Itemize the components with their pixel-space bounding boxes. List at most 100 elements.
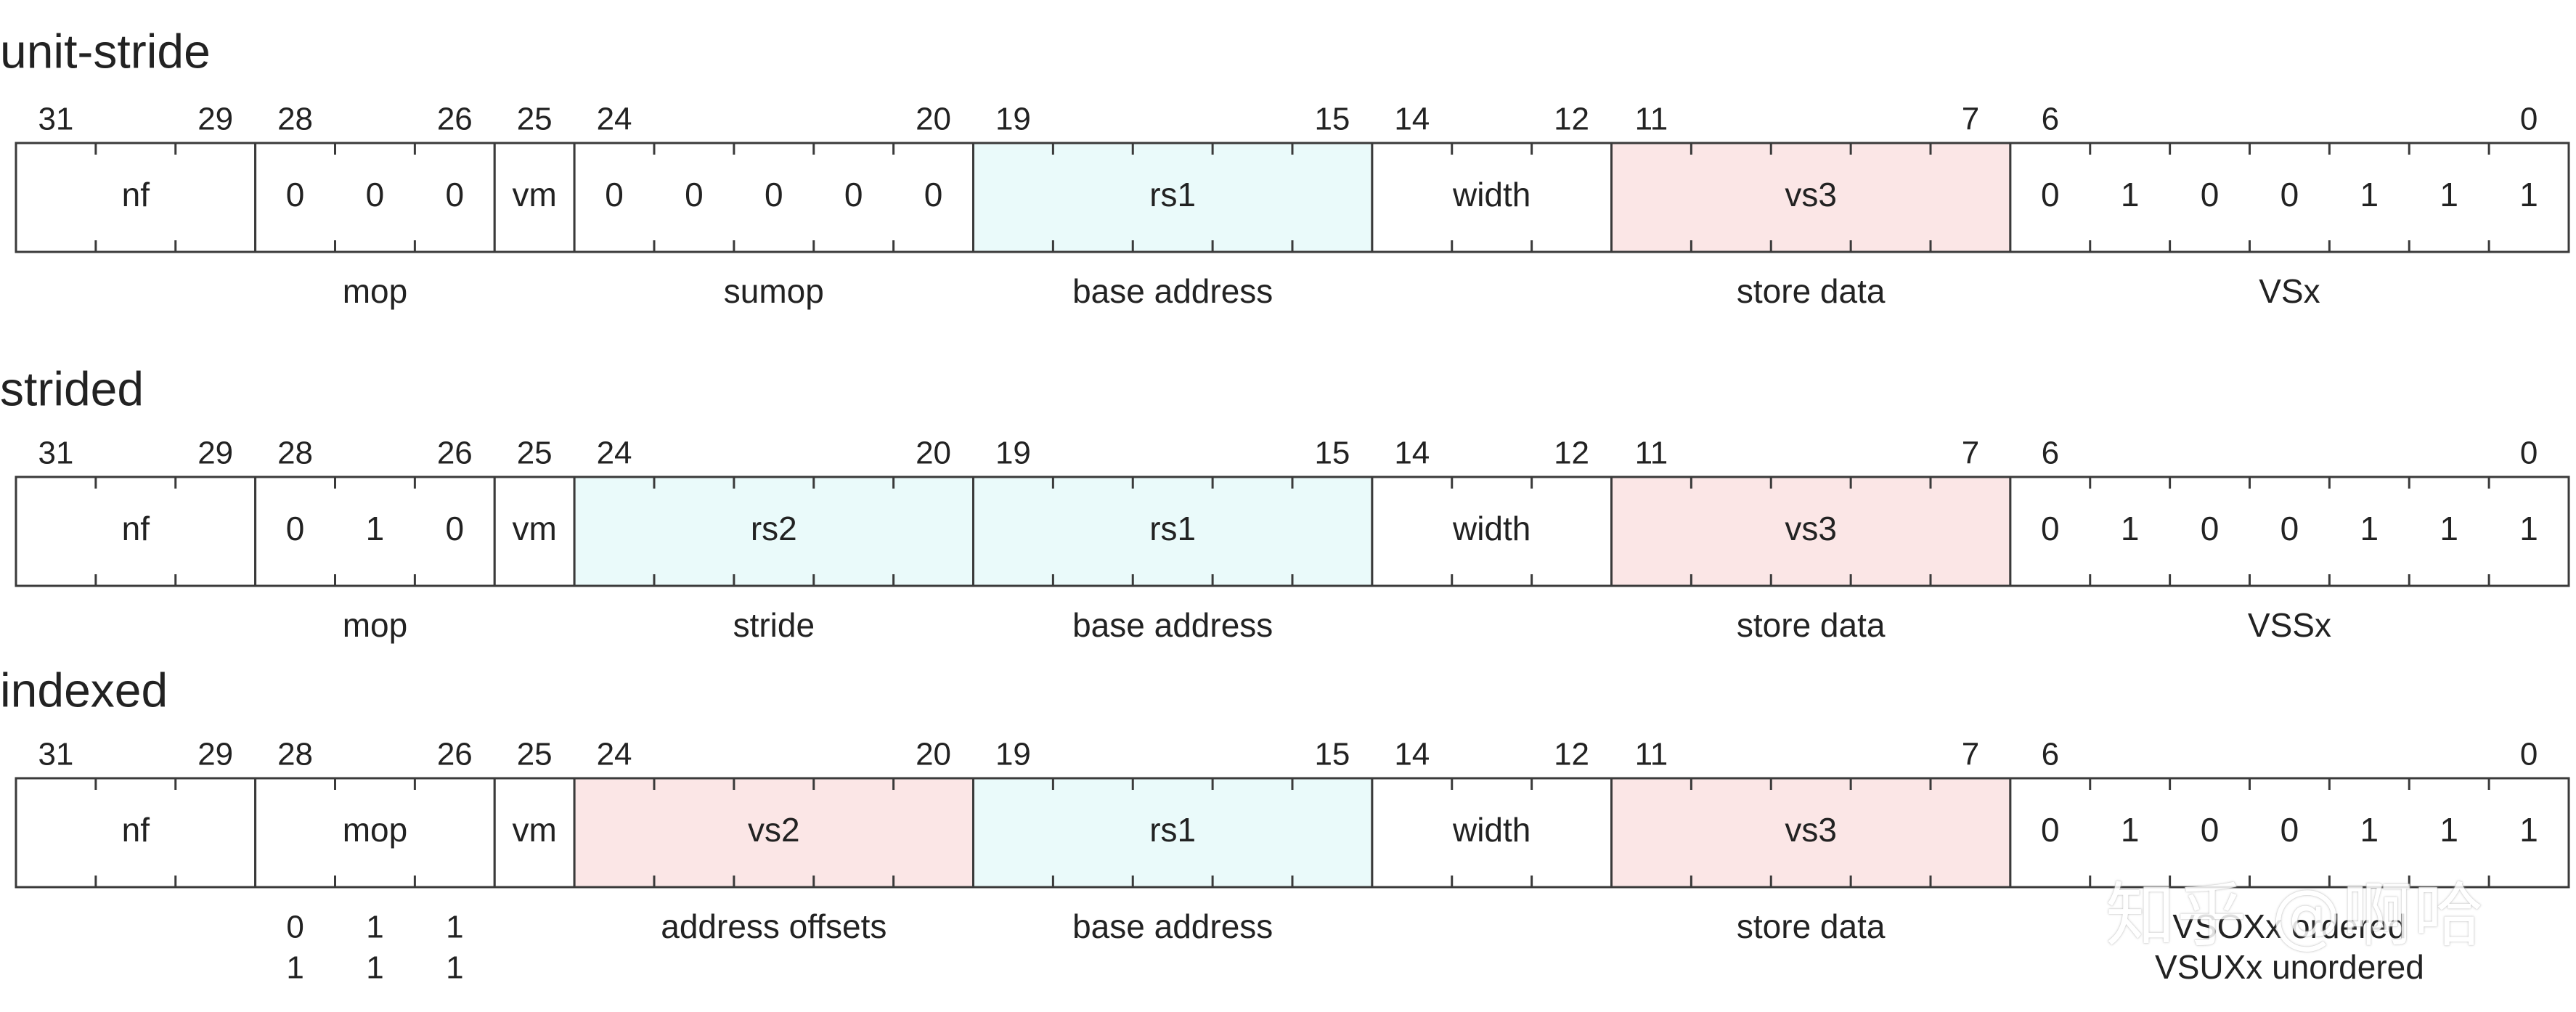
field-caption: VSSx <box>2248 606 2331 644</box>
bit-position-label: 20 <box>916 102 951 137</box>
bit-position-label: 19 <box>995 102 1031 137</box>
bit-position-label: 0 <box>2520 737 2538 772</box>
section-title: strided <box>0 362 144 415</box>
bit-position-label: 19 <box>995 436 1031 471</box>
bit-position-label: 7 <box>1962 102 1979 137</box>
bit-value: 1 <box>2121 176 2140 213</box>
field-caption: mop <box>343 606 407 644</box>
bit-position-label: 28 <box>277 102 313 137</box>
field-caption: VSOXx ordered <box>2172 907 2406 945</box>
field-name-vm: vm <box>513 176 557 213</box>
caption-bit-value: 1 <box>446 910 463 945</box>
bit-value: 0 <box>2041 176 2060 213</box>
bit-position-label: 31 <box>38 102 73 137</box>
field-name-nf: nf <box>122 811 150 849</box>
bit-value: 1 <box>2360 510 2379 547</box>
field-name-rs1: rs1 <box>1149 811 1196 849</box>
field-vs3-box <box>1610 476 2012 587</box>
bit-value: 0 <box>366 176 385 213</box>
bit-value: 1 <box>2121 510 2140 547</box>
bit-position-label: 12 <box>1554 436 1589 471</box>
field-caption: stride <box>733 606 815 644</box>
field-caption: VSx <box>2259 272 2320 310</box>
bit-position-label: 28 <box>277 436 313 471</box>
field-caption: store data <box>1737 272 1886 310</box>
bit-position-label: 31 <box>38 436 73 471</box>
field-name-vs3: vs3 <box>1785 811 1837 849</box>
field-rs1-box <box>972 142 1374 253</box>
bit-position-label: 11 <box>1635 737 1668 772</box>
field-caption: sumop <box>724 272 824 310</box>
bit-position-label: 29 <box>197 737 233 772</box>
bit-value: 1 <box>366 510 385 547</box>
bit-position-label: 24 <box>597 102 632 137</box>
bit-position-label: 20 <box>916 436 951 471</box>
bit-position-label: 7 <box>1962 436 1979 471</box>
field-name-width: width <box>1452 510 1530 547</box>
field-vm-box <box>493 476 576 587</box>
bit-position-label: 11 <box>1635 436 1668 471</box>
bit-position-label: 28 <box>277 737 313 772</box>
field-width-box <box>1371 476 1613 587</box>
bit-value: 1 <box>2440 811 2458 849</box>
field-vm-box <box>493 142 576 253</box>
bit-value: 0 <box>2041 510 2060 547</box>
bit-value: 0 <box>605 176 624 213</box>
field-bits-box <box>254 142 496 253</box>
bit-value: 1 <box>2440 176 2458 213</box>
bit-value: 1 <box>2440 510 2458 547</box>
bit-position-label: 20 <box>916 737 951 772</box>
field-name-nf: nf <box>122 510 150 547</box>
bit-value: 0 <box>2201 510 2220 547</box>
bit-position-label: 14 <box>1394 737 1430 772</box>
field-caption: mop <box>343 272 407 310</box>
bit-value: 0 <box>446 176 465 213</box>
bit-position-label: 29 <box>197 102 233 137</box>
field-nf-box <box>15 142 257 253</box>
field-mop-box <box>254 777 496 889</box>
field-name-rs1: rs1 <box>1149 176 1196 213</box>
bit-position-label: 24 <box>597 436 632 471</box>
field-name-vm: vm <box>513 510 557 547</box>
field-rs2-box <box>573 476 974 587</box>
bit-position-label: 12 <box>1554 737 1589 772</box>
field-vs2-box <box>573 777 974 889</box>
bit-value: 0 <box>2201 811 2220 849</box>
bit-position-label: 26 <box>437 737 473 772</box>
field-vs3-box <box>1610 142 2012 253</box>
bit-value: 0 <box>2281 176 2299 213</box>
bit-value: 0 <box>2201 176 2220 213</box>
field-name-width: width <box>1452 811 1530 849</box>
bit-value: 0 <box>2041 811 2060 849</box>
bit-value: 1 <box>2121 811 2140 849</box>
field-caption: store data <box>1737 907 1886 945</box>
field-name-rs2: rs2 <box>751 510 797 547</box>
field-bits-box <box>2009 777 2570 889</box>
field-width-box <box>1371 777 1613 889</box>
field-caption: address offsets <box>661 907 886 945</box>
caption-bit-value: 1 <box>286 950 303 986</box>
field-rs1-box <box>972 777 1374 889</box>
field-caption: VSUXx unordered <box>2155 948 2424 986</box>
bit-value: 1 <box>2519 176 2538 213</box>
section-title: indexed <box>0 663 168 717</box>
bit-value: 0 <box>286 176 305 213</box>
field-name-vs2: vs2 <box>748 811 800 849</box>
bit-position-label: 25 <box>517 102 553 137</box>
field-vm-box <box>493 777 576 889</box>
bit-position-label: 26 <box>437 436 473 471</box>
bit-value: 0 <box>286 510 305 547</box>
caption-bit-value: 1 <box>366 950 383 986</box>
bit-position-label: 14 <box>1394 102 1430 137</box>
field-caption: base address <box>1072 272 1273 310</box>
bit-position-label: 14 <box>1394 436 1430 471</box>
bit-position-label: 11 <box>1635 102 1668 137</box>
bit-value: 1 <box>2519 811 2538 849</box>
bit-position-label: 31 <box>38 737 73 772</box>
bit-position-label: 15 <box>1314 737 1350 772</box>
bit-value: 1 <box>2360 811 2379 849</box>
field-caption: base address <box>1072 907 1273 945</box>
